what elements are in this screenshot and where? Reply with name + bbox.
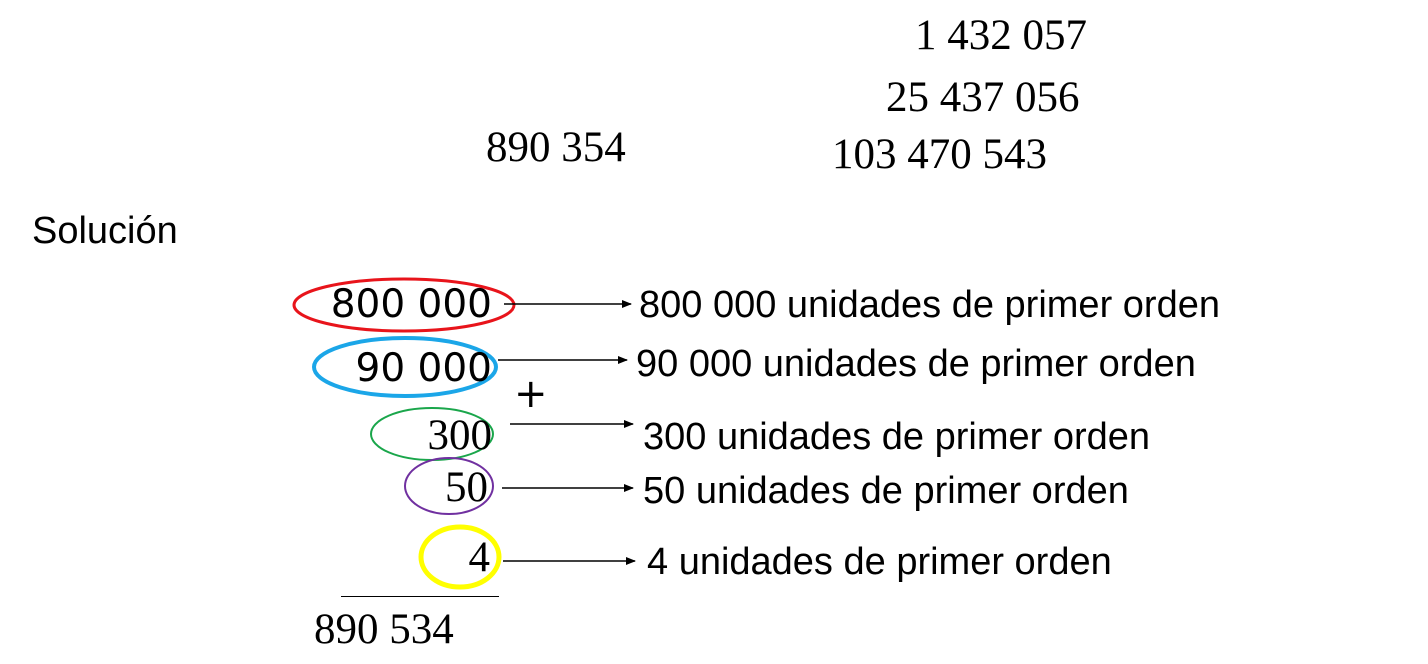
number-25437056: 25 437 056 xyxy=(886,74,1080,121)
term-value-90000: 90 000 xyxy=(355,346,492,391)
term-label-50: 50 unidades de primer orden xyxy=(643,470,1129,512)
term-label-90000: 90 000 unidades de primer orden xyxy=(636,343,1196,385)
term-label-300: 300 unidades de primer orden xyxy=(643,416,1151,458)
solution-heading: Solución xyxy=(32,210,178,252)
sum-line xyxy=(341,596,499,597)
term-value-50: 50 xyxy=(445,464,488,511)
term-value-4: 4 xyxy=(468,534,491,581)
term-label-4: 4 unidades de primer orden xyxy=(647,541,1112,583)
term-label-800000: 800 000 unidades de primer orden xyxy=(639,284,1220,326)
term-value-800000: 800 000 xyxy=(330,282,492,327)
number-1432057: 1 432 057 xyxy=(915,12,1087,59)
number-103470543: 103 470 543 xyxy=(832,131,1047,178)
sum-total: 890 534 xyxy=(314,606,454,653)
number-890354: 890 354 xyxy=(486,124,626,171)
term-value-300: 300 xyxy=(427,412,493,459)
plus-sign: + xyxy=(514,371,548,417)
